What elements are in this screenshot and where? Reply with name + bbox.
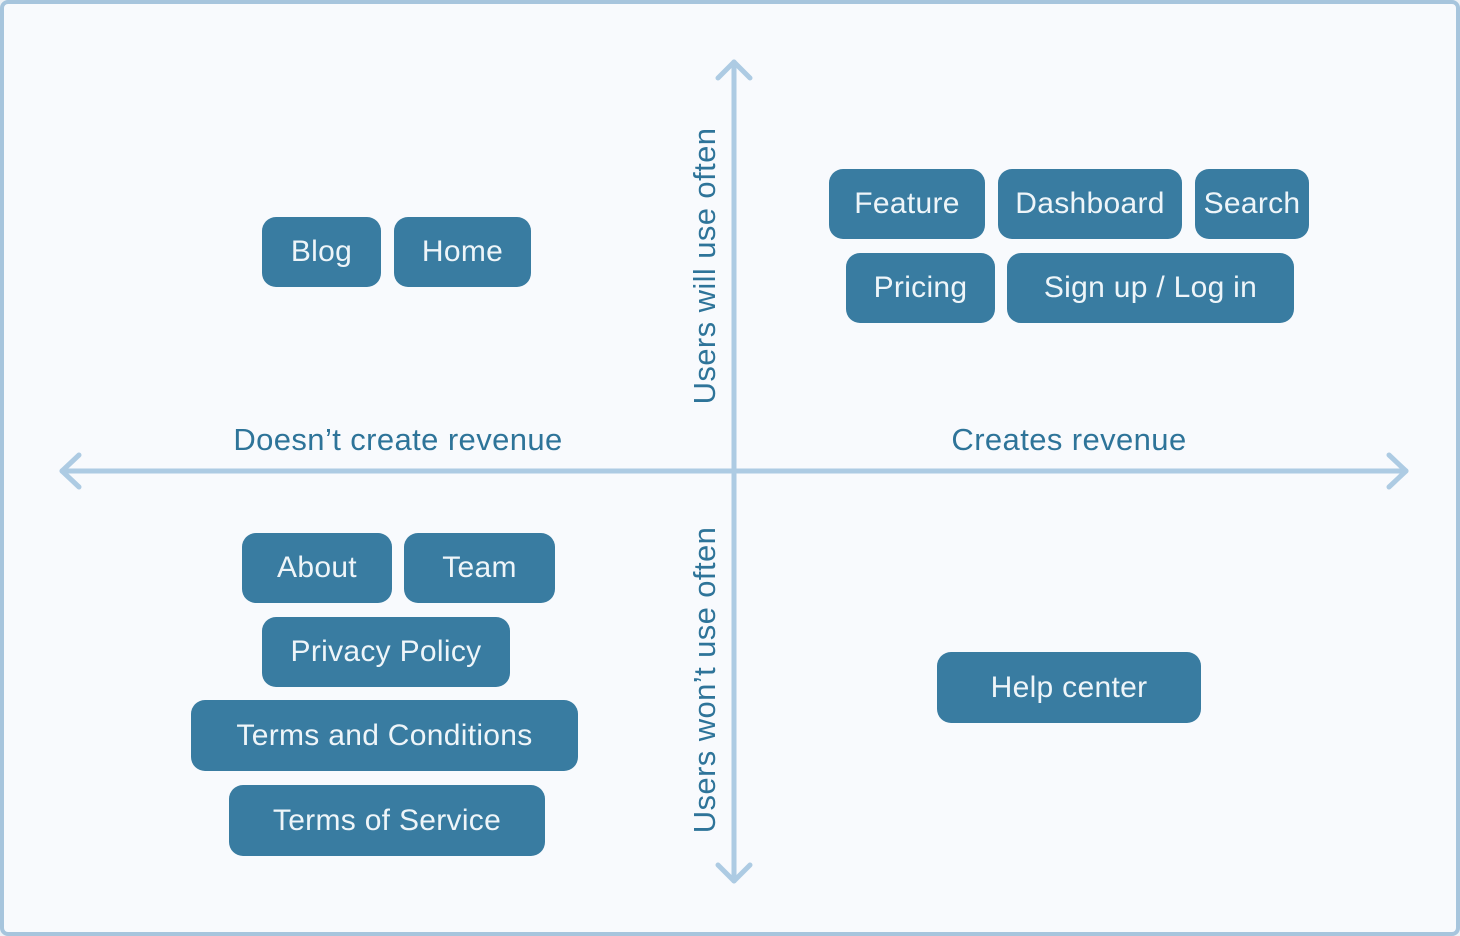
- node-terms-and-conditions[interactable]: Terms and Conditions: [191, 700, 578, 771]
- node-privacy-policy[interactable]: Privacy Policy: [262, 617, 510, 687]
- arrow-up-icon: [715, 59, 753, 81]
- node-team[interactable]: Team: [404, 533, 555, 603]
- arrow-left-icon: [59, 452, 82, 490]
- y-axis-bottom-label: Users won’t use often: [687, 526, 722, 834]
- x-axis-right-label: Creates revenue: [951, 422, 1187, 457]
- arrow-down-icon: [715, 862, 753, 884]
- node-dashboard[interactable]: Dashboard: [998, 169, 1182, 239]
- node-terms-of-service[interactable]: Terms of Service: [229, 785, 545, 856]
- arrow-right-icon: [1386, 452, 1409, 490]
- node-pricing[interactable]: Pricing: [846, 253, 995, 323]
- x-axis-left-label: Doesn’t create revenue: [233, 422, 563, 457]
- y-axis-top-label: Users will use often: [687, 127, 722, 405]
- node-about[interactable]: About: [242, 533, 392, 603]
- axes: [59, 59, 1409, 884]
- node-home[interactable]: Home: [394, 217, 531, 287]
- node-search[interactable]: Search: [1195, 169, 1309, 239]
- node-signup-login[interactable]: Sign up / Log in: [1007, 253, 1294, 323]
- node-feature[interactable]: Feature: [829, 169, 985, 239]
- x-axis-line: [59, 452, 1409, 490]
- node-help-center[interactable]: Help center: [937, 652, 1201, 723]
- node-blog[interactable]: Blog: [262, 217, 381, 287]
